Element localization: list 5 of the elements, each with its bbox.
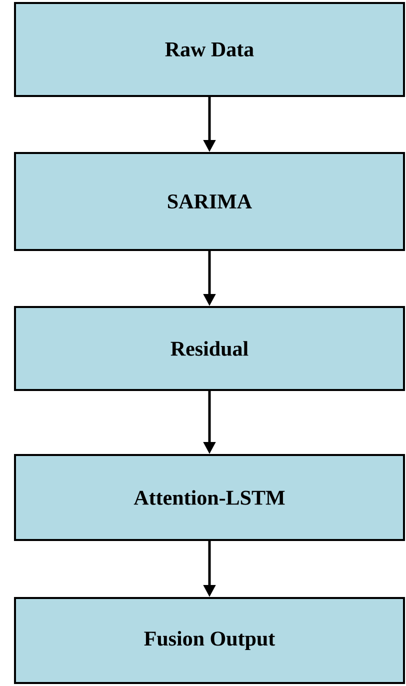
process-box: SARIMA <box>14 152 405 251</box>
process-box: Raw Data <box>14 2 405 97</box>
process-box: Fusion Output <box>14 597 405 684</box>
process-box: Attention-LSTM <box>14 454 405 541</box>
process-box: Residual <box>14 306 405 391</box>
